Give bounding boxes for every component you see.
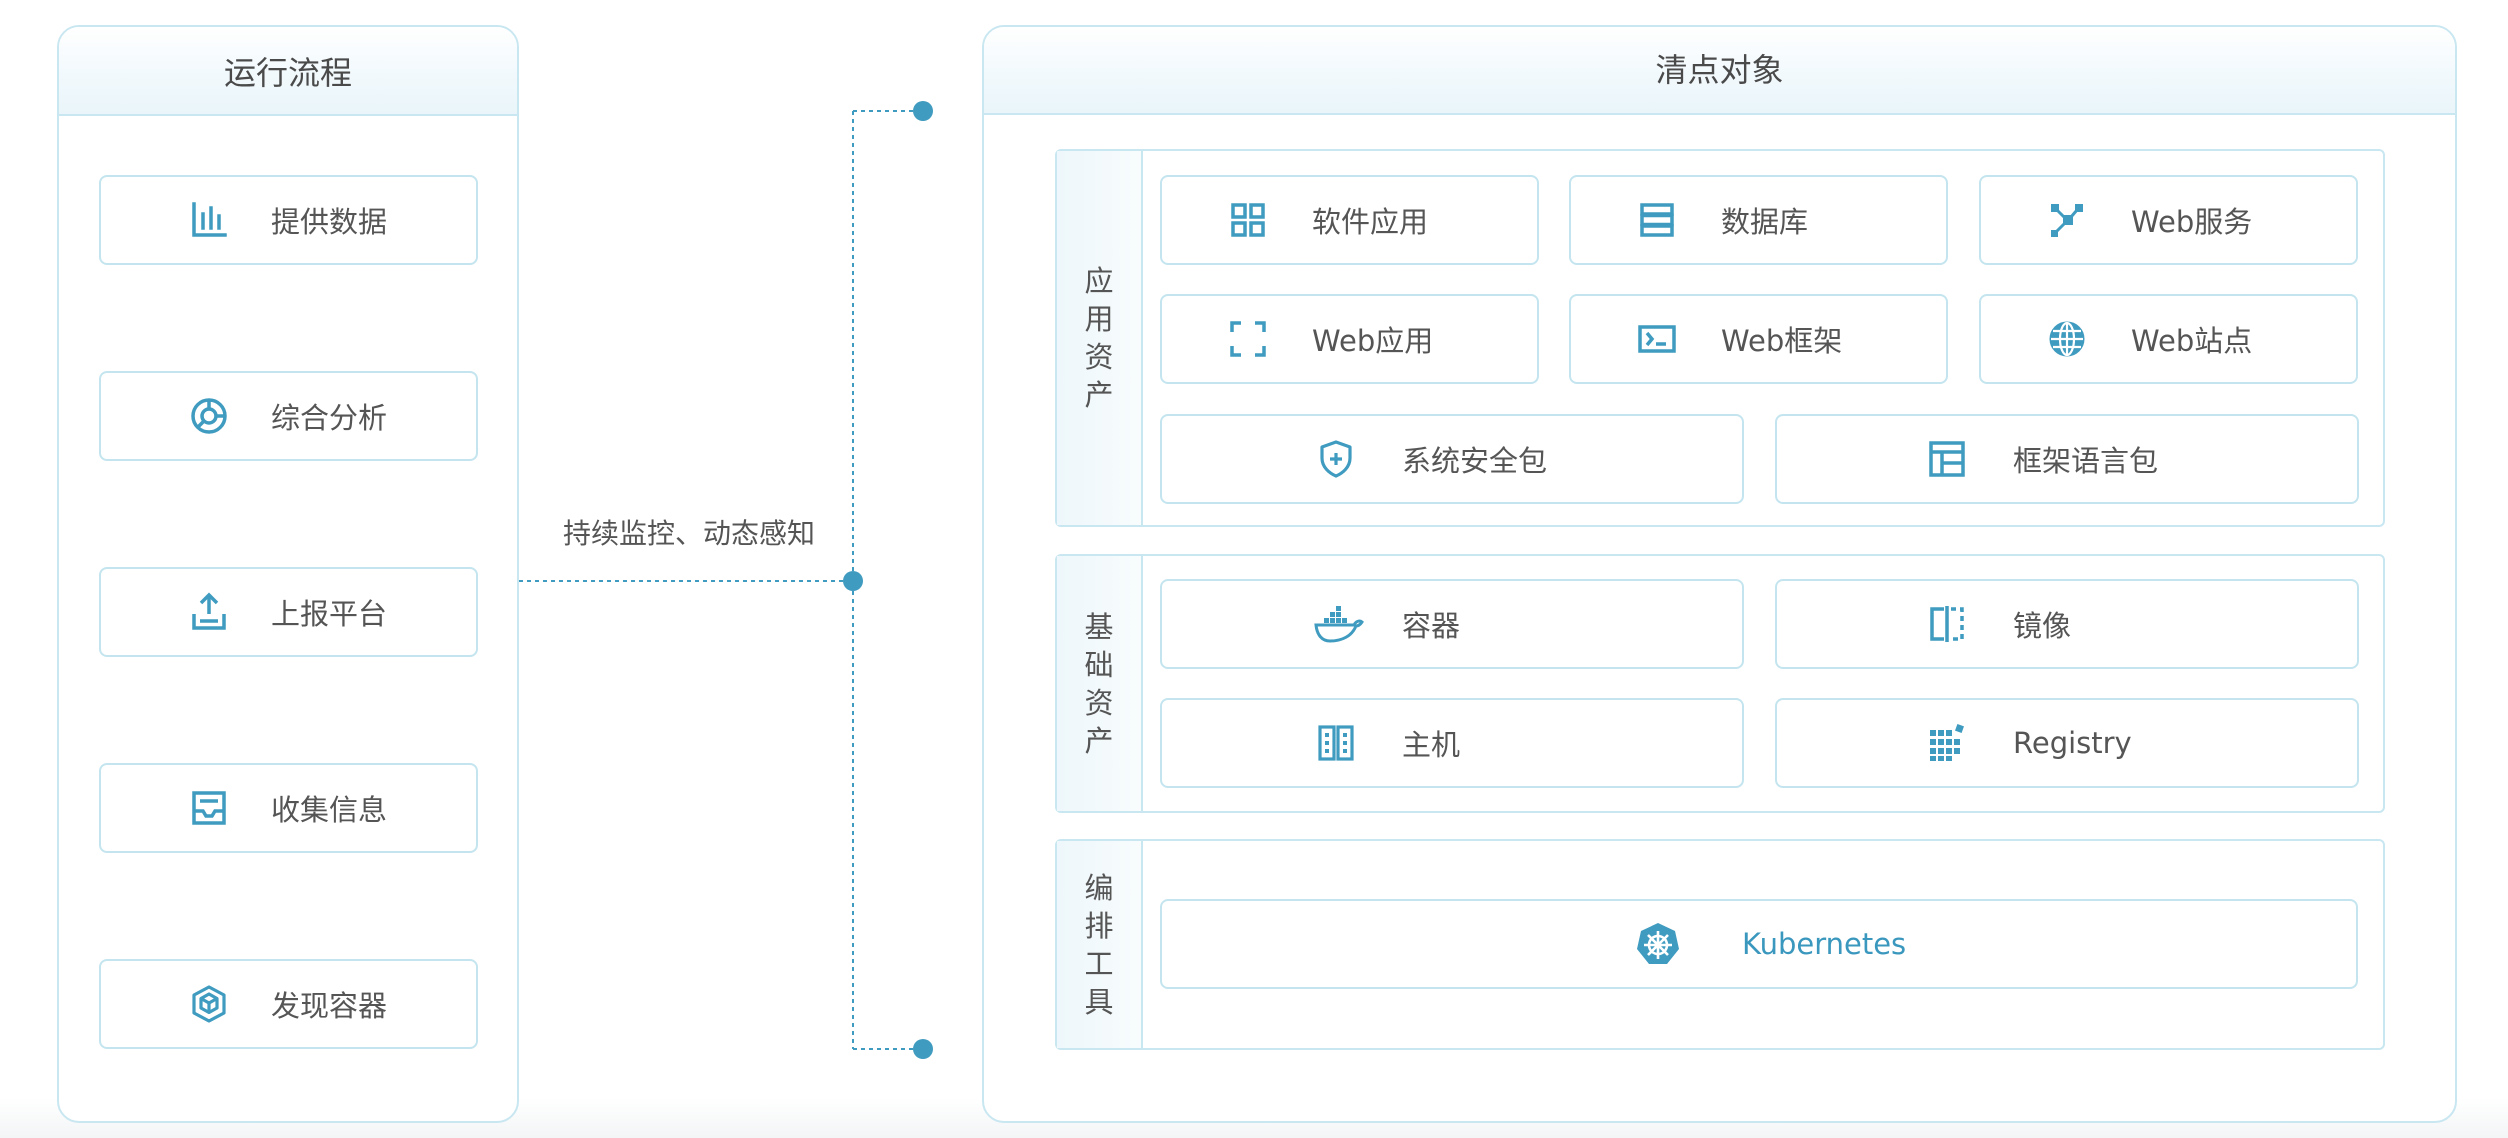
asset-label: 数据库 <box>1721 205 1809 239</box>
asset-web-app: Web应用 <box>1160 294 1539 384</box>
asset-web-site: Web站点 <box>1979 294 2358 384</box>
group-label: 编排工具 <box>1084 870 1114 1019</box>
frame-icon <box>1228 319 1268 359</box>
connector-label: 持续监控、动态感知 <box>562 517 815 550</box>
cube-icon <box>189 984 229 1024</box>
asset-label: 镜像 <box>2013 609 2072 643</box>
asset-host: 主机 <box>1160 698 1744 788</box>
step-report: 上报平台 <box>99 567 478 657</box>
asset-label: Web站点 <box>2131 324 2253 358</box>
kubernetes-icon <box>1636 922 1680 966</box>
group-label: 应用资产 <box>1084 264 1114 412</box>
asset-label: Web服务 <box>2131 205 2253 239</box>
mirror-icon <box>1927 604 1967 644</box>
process-panel-title: 运行流程 <box>59 27 517 116</box>
network-icon <box>2047 200 2087 240</box>
step-provide-data: 提供数据 <box>99 175 478 265</box>
asset-label: Web框架 <box>1721 324 1843 358</box>
asset-registry: Registry <box>1775 698 2359 788</box>
database-icon <box>1637 200 1677 240</box>
step-collect: 收集信息 <box>99 763 478 853</box>
group-label-panel: 编排工具 <box>1057 841 1143 1048</box>
asset-image: 镜像 <box>1775 579 2359 669</box>
shield-icon <box>1316 439 1356 479</box>
step-label: 综合分析 <box>271 401 388 435</box>
registry-icon <box>1927 723 1967 763</box>
docker-icon <box>1314 604 1364 644</box>
group-label-panel: 基础资产 <box>1057 556 1143 811</box>
ring-chart-icon <box>189 396 229 436</box>
connector-top-dot <box>913 101 933 121</box>
inbox-icon <box>189 788 229 828</box>
group-label: 基础资产 <box>1084 609 1114 758</box>
grid-icon <box>1228 200 1268 240</box>
asset-system-security-package: 系统安全包 <box>1160 414 1744 504</box>
asset-label: Web应用 <box>1312 324 1434 358</box>
asset-label: Kubernetes <box>1742 927 1907 961</box>
layout-icon <box>1927 439 1967 479</box>
asset-label: 系统安全包 <box>1402 444 1548 478</box>
step-analysis: 综合分析 <box>99 371 478 461</box>
asset-label: 容器 <box>1402 609 1461 643</box>
globe-icon <box>2047 319 2087 359</box>
asset-database: 数据库 <box>1569 175 1948 265</box>
asset-label: 框架语言包 <box>2013 444 2159 478</box>
asset-framework-language-package: 框架语言包 <box>1775 414 2359 504</box>
asset-label: 软件应用 <box>1312 205 1429 239</box>
connector-bottom-dot <box>913 1039 933 1059</box>
asset-label: Registry <box>2013 726 2132 760</box>
step-label: 上报平台 <box>271 597 388 631</box>
upload-icon <box>189 592 229 632</box>
step-discover-container: 发现容器 <box>99 959 478 1049</box>
step-label: 收集信息 <box>271 793 388 827</box>
asset-label: 主机 <box>1402 728 1461 762</box>
asset-kubernetes: Kubernetes <box>1160 899 2358 989</box>
asset-software-app: 软件应用 <box>1160 175 1539 265</box>
asset-web-framework: Web框架 <box>1569 294 1948 384</box>
inventory-panel-title: 清点对象 <box>984 27 2455 115</box>
server-icon <box>1316 723 1356 763</box>
bar-chart-icon <box>189 200 229 240</box>
connector-hub-dot <box>843 571 863 591</box>
step-label: 提供数据 <box>271 205 388 239</box>
step-label: 发现容器 <box>271 989 388 1023</box>
asset-container: 容器 <box>1160 579 1744 669</box>
group-label-panel: 应用资产 <box>1057 151 1143 525</box>
asset-web-service: Web服务 <box>1979 175 2358 265</box>
terminal-icon <box>1637 319 1677 359</box>
